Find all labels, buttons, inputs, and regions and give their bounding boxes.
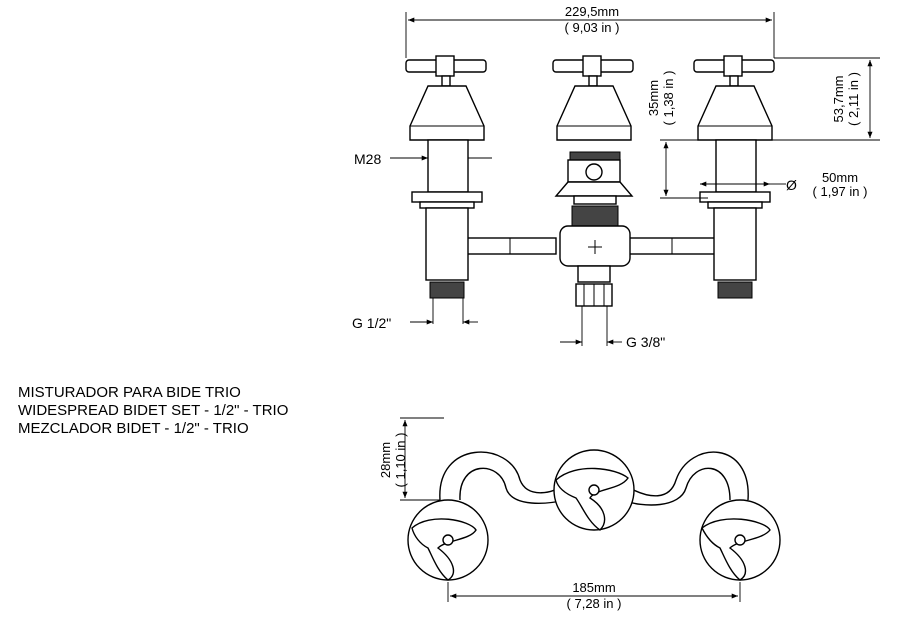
dim-diameter: Ø 50mm ( 1,97 in ) bbox=[700, 170, 867, 199]
dim-top-height-in: ( 1,10 in ) bbox=[393, 433, 408, 488]
dim-overall-width-mm: 229,5mm bbox=[565, 4, 619, 19]
diameter-symbol: Ø bbox=[786, 177, 797, 193]
label-g12: G 1/2" bbox=[352, 315, 478, 331]
right-valve-front bbox=[693, 55, 775, 299]
title-line-es: MEZCLADOR BIDET - 1/2" - TRIO bbox=[18, 420, 249, 437]
left-valve-top bbox=[407, 499, 489, 581]
front-elevation-view: 229,5mm ( 9,03 in ) 53,7mm ( 2,11 in ) 3… bbox=[352, 4, 880, 350]
label-g38: G 3/8" bbox=[560, 334, 665, 350]
dim-center-distance-in: ( 7,28 in ) bbox=[567, 596, 622, 611]
dim-center-distance-mm: 185mm bbox=[572, 580, 615, 595]
dim-center-distance: 185mm ( 7,28 in ) bbox=[447, 580, 741, 611]
dim-handle-height-mm: 53,7mm bbox=[831, 76, 846, 123]
dim-top-height: 28mm ( 1,10 in ) bbox=[378, 417, 444, 501]
dim-overall-width: 229,5mm ( 9,03 in ) bbox=[405, 4, 775, 58]
label-m28: M28 bbox=[354, 151, 492, 167]
thread-g38-label: G 3/8" bbox=[626, 334, 665, 350]
center-valve-front bbox=[552, 55, 634, 346]
top-plan-view: 28mm ( 1,10 in ) 185mm ( 7,28 in ) bbox=[378, 417, 781, 611]
right-valve-top bbox=[699, 499, 781, 581]
thread-m28-label: M28 bbox=[354, 151, 381, 167]
center-valve-top bbox=[553, 449, 635, 531]
dim-top-height-mm: 28mm bbox=[378, 442, 393, 478]
dim-cap-height: 35mm ( 1,38 in ) bbox=[646, 71, 716, 199]
dim-handle-height: 53,7mm ( 2,11 in ) bbox=[772, 57, 880, 141]
dim-cap-height-mm: 35mm bbox=[646, 80, 661, 116]
product-title: MISTURADOR PARA BIDE TRIO WIDESPREAD BID… bbox=[18, 384, 288, 438]
title-line-en: WIDESPREAD BIDET SET - 1/2" - TRIO bbox=[18, 402, 289, 419]
title-line-pt: MISTURADOR PARA BIDE TRIO bbox=[18, 384, 241, 401]
dim-handle-height-in: ( 2,11 in ) bbox=[846, 72, 861, 126]
dim-diameter-in: ( 1,97 in ) bbox=[813, 184, 868, 199]
dim-cap-height-in: ( 1,38 in ) bbox=[661, 71, 676, 126]
dim-diameter-mm: 50mm bbox=[822, 170, 858, 185]
thread-g12-label: G 1/2" bbox=[352, 315, 391, 331]
dim-overall-width-in: ( 9,03 in ) bbox=[565, 20, 620, 35]
left-valve-front bbox=[405, 55, 487, 324]
